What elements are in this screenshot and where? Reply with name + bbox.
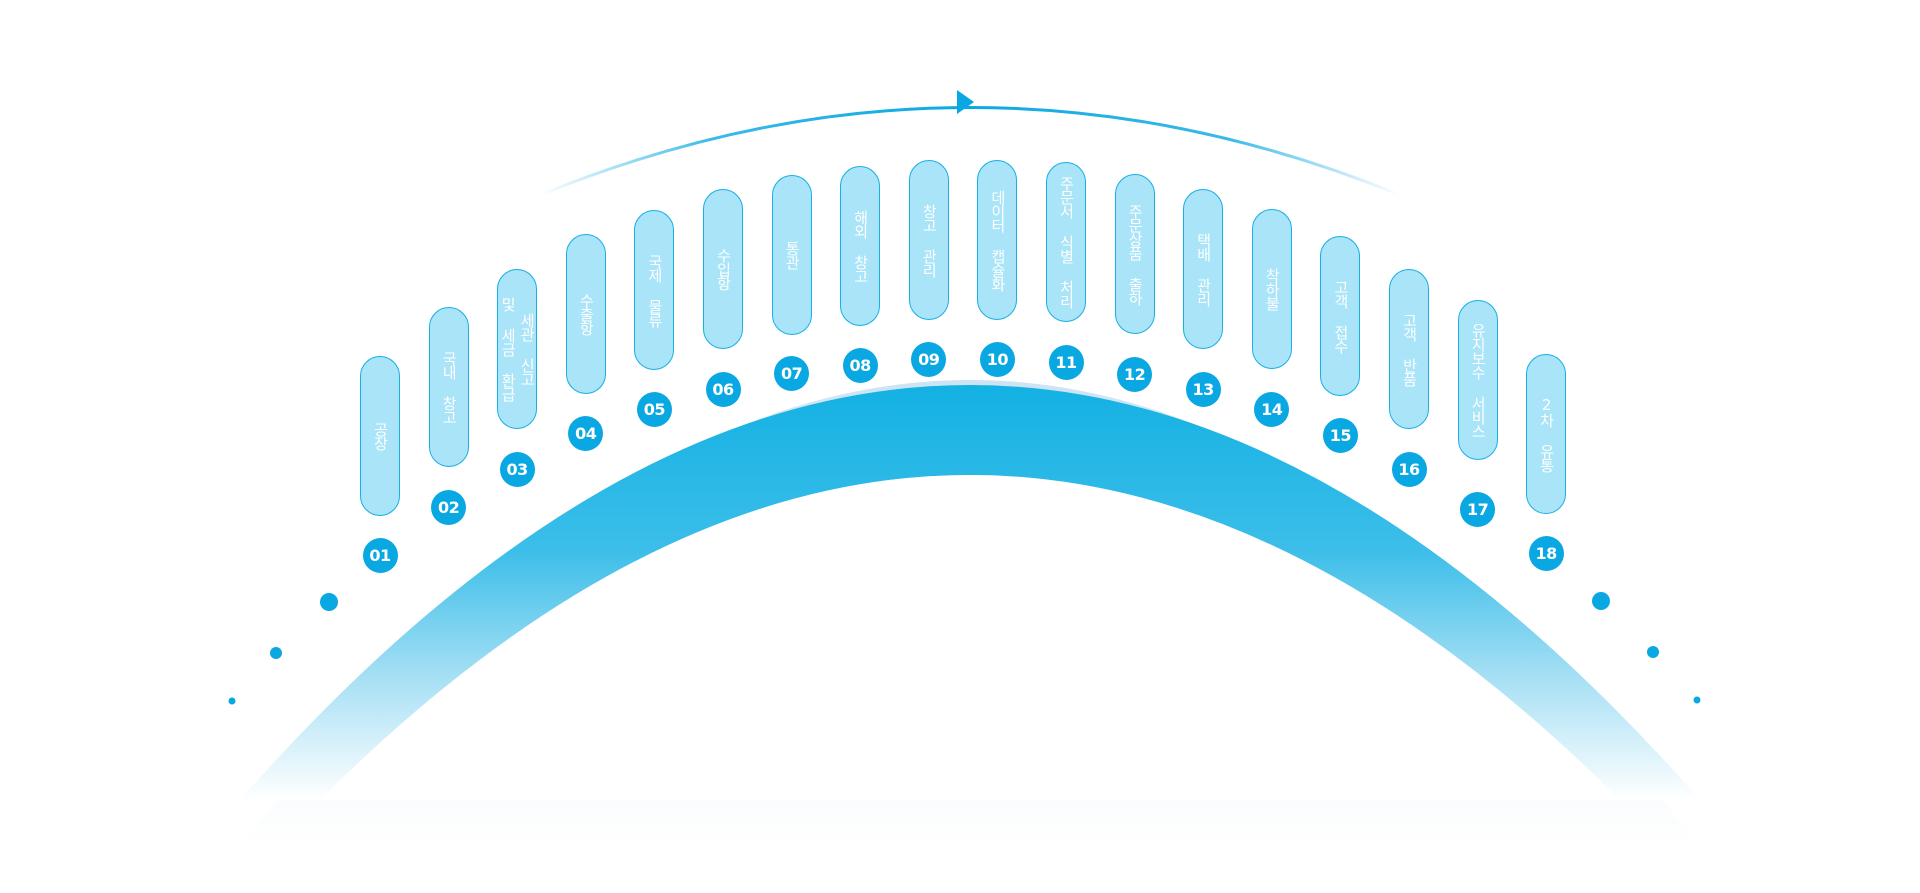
stage-label: 해외 창고 xyxy=(851,209,870,283)
stage-number-badge: 01 xyxy=(362,537,398,573)
stage-pill-06: 수입항 xyxy=(703,189,743,349)
stage-number-badge: 17 xyxy=(1460,491,1496,527)
stage-pill-13: 택배 관리 xyxy=(1183,189,1224,349)
stage-pill-11: 주문서 식별 처리 xyxy=(1046,162,1086,322)
stage-label: 착하불 xyxy=(1263,268,1282,310)
stage-pill-08: 해외 창고 xyxy=(840,166,881,326)
stage-number-badge: 14 xyxy=(1254,391,1290,427)
stage-number-badge: 13 xyxy=(1185,371,1221,407)
stage-pill-14: 착하불 xyxy=(1251,209,1292,369)
stage-number-badge: 09 xyxy=(911,341,947,377)
stage-label: 세관 신고 및 세금 환급 xyxy=(499,297,537,401)
dot xyxy=(1592,592,1610,610)
stage-label: 데이터 캡슐화 xyxy=(988,189,1007,291)
stage-label: 공장 xyxy=(371,422,390,450)
stage-pill-02: 국내 창고 xyxy=(428,307,469,467)
dot xyxy=(1647,646,1659,658)
stage-number-badge: 10 xyxy=(979,341,1015,377)
stage-number-badge: 08 xyxy=(842,347,878,383)
stage-label: 2차 유통 xyxy=(1537,396,1556,472)
stage-number-badge: 18 xyxy=(1528,535,1564,571)
stage-label: 고객 접수 xyxy=(1331,279,1350,353)
blue-band xyxy=(240,385,1700,800)
stage-number-badge: 02 xyxy=(431,489,467,525)
stage-pill-12: 주문상품 출하 xyxy=(1114,174,1155,334)
stage-label: 수입항 xyxy=(714,248,733,290)
stage-label: 고객 반품 xyxy=(1400,312,1419,386)
stage-label: 통관 xyxy=(783,241,802,269)
stage-pill-04: 수출항 xyxy=(565,234,606,394)
dot xyxy=(1693,696,1701,704)
stage-number-badge: 04 xyxy=(568,415,604,451)
arrow-head-icon xyxy=(957,90,974,114)
stage-pill-01: 공장 xyxy=(360,356,400,516)
stage-pill-18: 2차 유통 xyxy=(1526,354,1567,514)
stage-number-badge: 03 xyxy=(499,451,535,487)
stage-label: 주문상품 출하 xyxy=(1126,203,1145,305)
stage-label: 수출항 xyxy=(577,293,596,335)
stage-pill-09: 창고 관리 xyxy=(908,160,949,320)
stage-number-badge: 05 xyxy=(636,391,672,427)
stage-label: 창고 관리 xyxy=(920,203,939,277)
stage-pill-17: 유지보수 서비스 xyxy=(1457,300,1498,460)
stage-pill-15: 고객 접수 xyxy=(1320,236,1361,396)
dot xyxy=(228,697,236,705)
stage-label: 택배 관리 xyxy=(1194,232,1213,306)
stage-number-badge: 12 xyxy=(1117,356,1153,392)
stage-number-badge: 11 xyxy=(1048,344,1084,380)
stage-pill-05: 국제 물류 xyxy=(634,210,675,370)
stage-number-badge: 15 xyxy=(1322,417,1358,453)
stage-pill-10: 데이터 캡슐화 xyxy=(977,160,1018,320)
stage-pill-07: 통관 xyxy=(771,175,812,335)
stage-pill-03: 세관 신고 및 세금 환급 xyxy=(497,269,538,429)
stage-number-badge: 16 xyxy=(1391,451,1427,487)
dot xyxy=(270,647,282,659)
inner-white-area xyxy=(320,475,1620,800)
stage-label: 국제 물류 xyxy=(645,253,664,327)
stage-label: 주문서 식별 처리 xyxy=(1057,176,1076,308)
top-direction-arc xyxy=(539,106,1401,197)
stage-label: 국내 창고 xyxy=(440,350,459,424)
stage-label: 유지보수 서비스 xyxy=(1469,322,1488,438)
dot xyxy=(320,593,338,611)
stage-number-badge: 06 xyxy=(705,371,741,407)
stage-number-badge: 07 xyxy=(774,355,810,391)
stage-pill-16: 고객 반품 xyxy=(1389,269,1429,429)
